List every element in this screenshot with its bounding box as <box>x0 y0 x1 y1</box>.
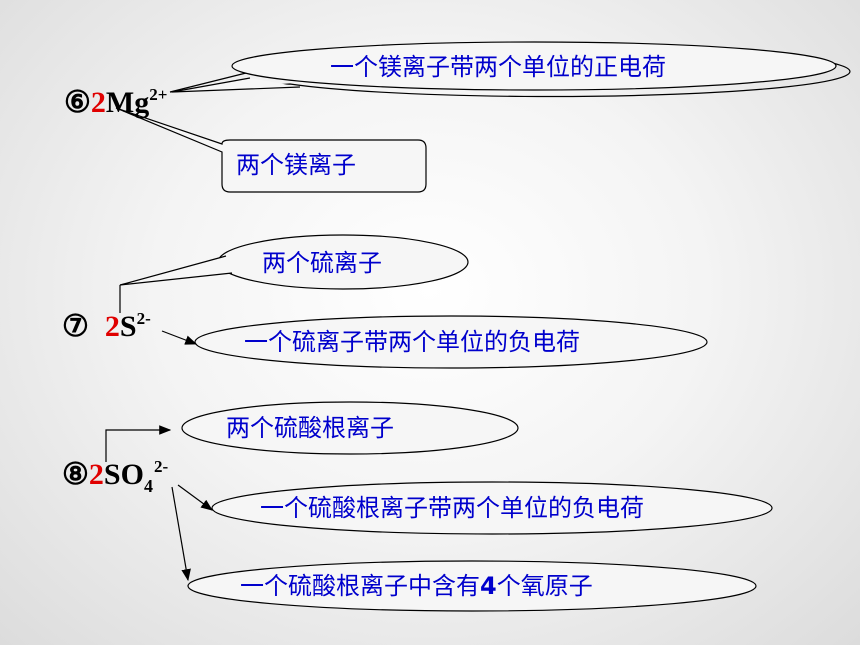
s-ions-callout-text: 两个硫离子 <box>262 249 382 277</box>
so4-charge-callout-text: 一个硫酸根离子带两个单位的负电荷 <box>260 494 644 522</box>
item-marker-6: ⑥ <box>64 86 91 119</box>
so4-oxygen-text-post: 个氧原子 <box>496 572 593 600</box>
coefficient: 2 <box>104 310 120 343</box>
ion-charge: 2+ <box>149 85 168 104</box>
item-marker-8: ⑧ <box>62 458 89 491</box>
element-symbol: Mg <box>105 86 150 119</box>
so4-ions-elbow-arrow <box>105 425 172 462</box>
s-charge-callout-text: 一个硫离子带两个单位的负电荷 <box>244 328 580 356</box>
so4-ions-callout-ellipse <box>181 401 519 455</box>
oxygen-count: 4 <box>480 572 497 600</box>
coefficient: 2 <box>90 86 106 119</box>
coefficient: 2 <box>88 458 104 491</box>
mg-charge-callout-text: 一个镁离子带两个单位的正电荷 <box>330 53 666 81</box>
mg-ions-callout-box <box>115 107 427 193</box>
element-symbol: S <box>119 310 137 343</box>
subscript: 4 <box>143 476 153 496</box>
s-charge-arrow <box>161 330 198 345</box>
so4-charge-arrow <box>177 484 213 511</box>
so4-oxygen-callout-ellipse <box>187 560 757 612</box>
so4-oxygen-callout-text: 一个硫酸根离子中含有4个氧原子 <box>240 574 593 598</box>
mg-charge-callout-ellipse <box>231 41 837 91</box>
s-ions-callout-tail <box>119 255 233 286</box>
so4-oxygen-arrow <box>171 486 191 582</box>
mg-ions-callout-text: 两个镁离子 <box>236 151 356 179</box>
so4-ions-callout-text: 两个硫酸根离子 <box>226 414 394 442</box>
mg-charge-callout-tail <box>171 77 301 93</box>
element-symbol: SO <box>103 458 144 491</box>
formula-2mg2plus: ⑥2Mg2+ <box>64 85 168 119</box>
so4-oxygen-text-pre: 一个硫酸根离子中含有 <box>240 572 480 600</box>
item-marker-7: ⑦ <box>62 310 89 343</box>
formula-2so4-2minus: ⑧2SO42- <box>62 457 169 495</box>
ion-charge: 2- <box>136 309 151 328</box>
ion-charge: 2- <box>153 457 169 476</box>
